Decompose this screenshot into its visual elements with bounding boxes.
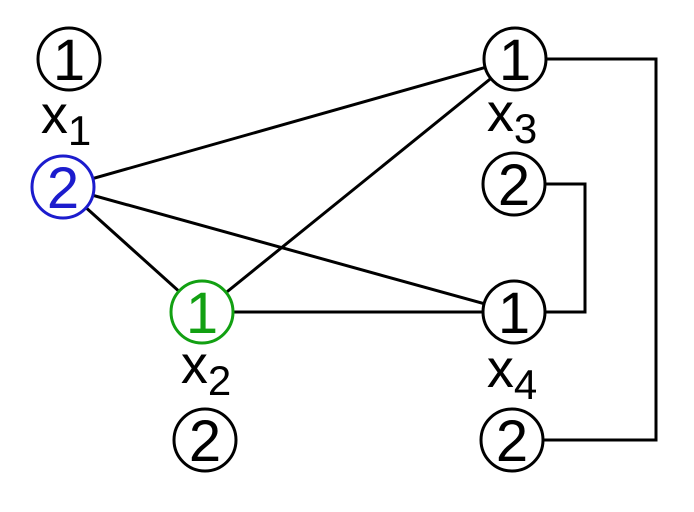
edge-x1_2-x3_1 — [62, 57, 516, 189]
variable-label-x3-subscript: 3 — [514, 105, 537, 152]
variable-label-x2-base: x — [181, 335, 208, 395]
edge-x2_1-x3_1 — [201, 57, 516, 314]
edge-x1_2-x4_1 — [62, 185, 515, 314]
node-x4_1-value: 1 — [498, 281, 530, 346]
node-x1_2-value: 2 — [47, 156, 79, 221]
node-x4_1-circle — [481, 279, 547, 345]
variable-label-x4-subscript: 4 — [514, 361, 537, 408]
variable-label-x3-base: x — [487, 83, 514, 143]
node-x1_1-circle — [36, 26, 102, 92]
variable-label-x1: x1 — [41, 85, 91, 154]
node-x4_2-value: 2 — [496, 409, 528, 474]
variable-label-x2-subscript: 2 — [208, 357, 231, 404]
variable-label-x4-base: x — [487, 339, 514, 399]
node-x3_1-value: 1 — [499, 28, 531, 93]
node-x1_1-value: 1 — [53, 28, 85, 93]
node-x4_2-circle — [479, 407, 545, 473]
node-x2_1-circle — [169, 279, 235, 345]
node-x1_2-circle — [30, 154, 96, 220]
node-x3_1-circle — [482, 26, 548, 92]
variable-label-x2: x2 — [181, 335, 231, 404]
node-x3_2-value: 2 — [498, 153, 530, 218]
node-x2_1-value: 1 — [186, 281, 218, 346]
node-x2_2-value: 2 — [189, 409, 221, 474]
edge-x3_2-x4_1 — [514, 182, 587, 314]
edge-x3_1-x4_2 — [512, 57, 658, 442]
variable-label-x4: x4 — [487, 339, 537, 408]
node-x3_2-circle — [481, 151, 547, 217]
variable-label-x1-subscript: 1 — [68, 107, 91, 154]
variable-label-x3: x3 — [487, 83, 537, 152]
node-x2_2-circle — [172, 407, 238, 473]
variable-label-x1-base: x — [41, 85, 68, 145]
